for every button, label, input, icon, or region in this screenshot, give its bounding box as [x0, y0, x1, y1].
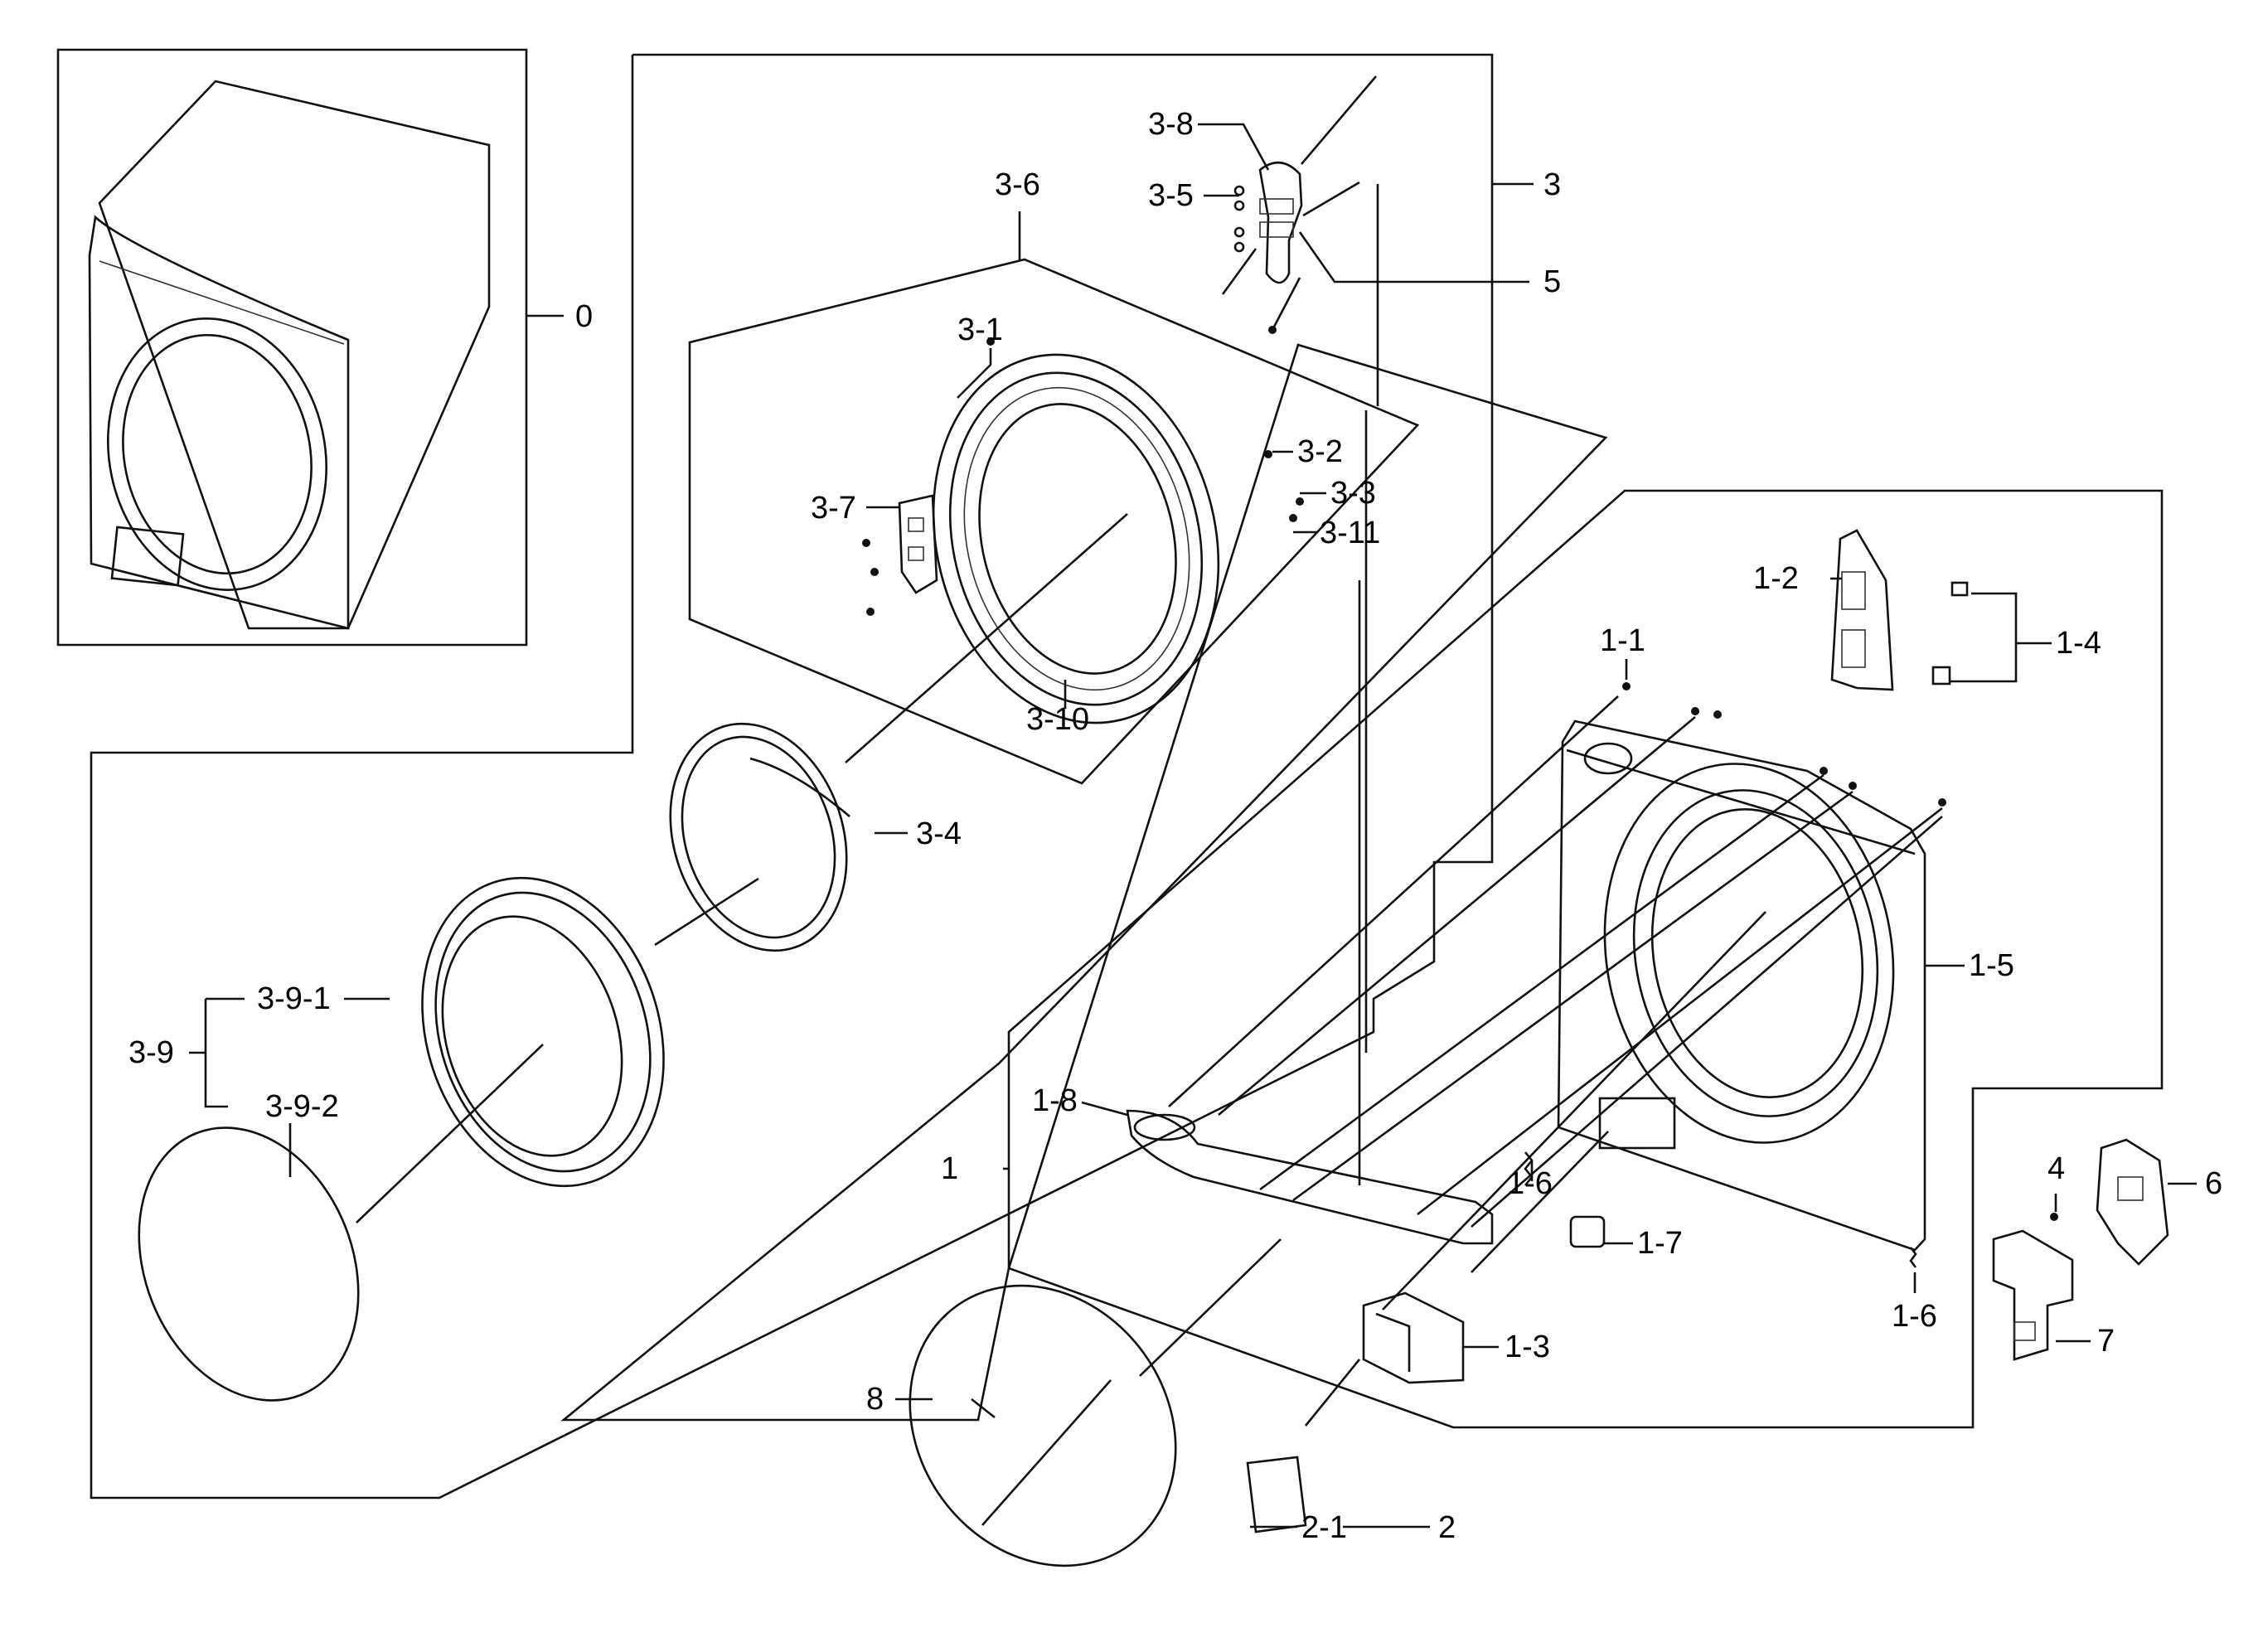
label-1-4: 1-4	[2056, 626, 2101, 661]
hinge-bracket	[1233, 161, 1303, 284]
label-3-4: 3-4	[916, 816, 962, 851]
label-3-9: 3-9	[128, 1035, 174, 1070]
switch-cover	[2096, 1138, 2169, 1266]
inner-door-glass	[669, 722, 850, 952]
label-3-3: 3-3	[1330, 476, 1376, 511]
label-1-1: 1-1	[1600, 623, 1645, 658]
group-frame-0	[56, 48, 528, 647]
label-1-8: 1-8	[1032, 1083, 1078, 1118]
label-1-2: 1-2	[1753, 561, 1799, 596]
panel-bracket	[1830, 529, 1894, 691]
small-cover	[1246, 1456, 1307, 1533]
label-1-3: 1-3	[1505, 1330, 1550, 1364]
part-labels: 0 3-8 3-5 3 5 3-6 3-1 3-2 3-3 3-11 3-7 3…	[128, 107, 2222, 1545]
front-panel	[1557, 719, 1926, 1252]
label-4: 4	[2047, 1151, 2065, 1186]
label-3-2: 3-2	[1297, 434, 1343, 469]
label-3-5: 3-5	[1148, 178, 1194, 213]
clip-lower	[1931, 666, 1951, 686]
door-outer-ring	[421, 876, 665, 1188]
switch-assembly	[1992, 1229, 2074, 1361]
door-glass-cover	[138, 1126, 360, 1402]
spring-right	[1909, 1247, 1917, 1268]
bottom-strip	[1126, 1109, 1494, 1245]
leader-lines	[189, 123, 2197, 1528]
label-5: 5	[1543, 264, 1561, 299]
label-3: 3	[1543, 167, 1561, 202]
label-3-9-2: 3-9-2	[265, 1089, 339, 1124]
small-cap	[1569, 1215, 1606, 1248]
label-3-11: 3-11	[1320, 516, 1380, 550]
group-frame-3	[90, 53, 1494, 1499]
label-3-6: 3-6	[995, 167, 1040, 202]
group-frame-1	[1007, 489, 2164, 1429]
washer-cabinet	[88, 80, 491, 630]
label-1-6-left: 1-6	[1507, 1166, 1553, 1201]
label-2-1: 2-1	[1301, 1510, 1347, 1545]
gasket-ring	[909, 1284, 1177, 1567]
group-frame-assembly	[560, 343, 1608, 1422]
label-3-1: 3-1	[957, 312, 1003, 347]
label-8: 8	[866, 1382, 884, 1417]
clip-upper	[1950, 581, 1969, 597]
door-hinge	[898, 494, 938, 594]
label-1-6-right: 1-6	[1892, 1299, 1937, 1334]
label-1: 1	[941, 1151, 958, 1186]
label-0: 0	[575, 299, 593, 334]
label-3-7: 3-7	[811, 491, 856, 526]
assembly-lines	[356, 75, 1943, 1526]
group-frame-3-6	[688, 258, 1420, 785]
label-2: 2	[1438, 1510, 1456, 1545]
box-housing	[1362, 1291, 1465, 1384]
door-inner-frame	[932, 353, 1220, 724]
label-3-10: 3-10	[1026, 702, 1089, 737]
label-6: 6	[2205, 1166, 2222, 1201]
label-3-9-1: 3-9-1	[257, 981, 331, 1016]
label-7: 7	[2097, 1324, 2115, 1359]
label-1-5: 1-5	[1969, 948, 2014, 983]
label-1-7: 1-7	[1637, 1226, 1683, 1261]
label-3-8: 3-8	[1148, 107, 1194, 142]
